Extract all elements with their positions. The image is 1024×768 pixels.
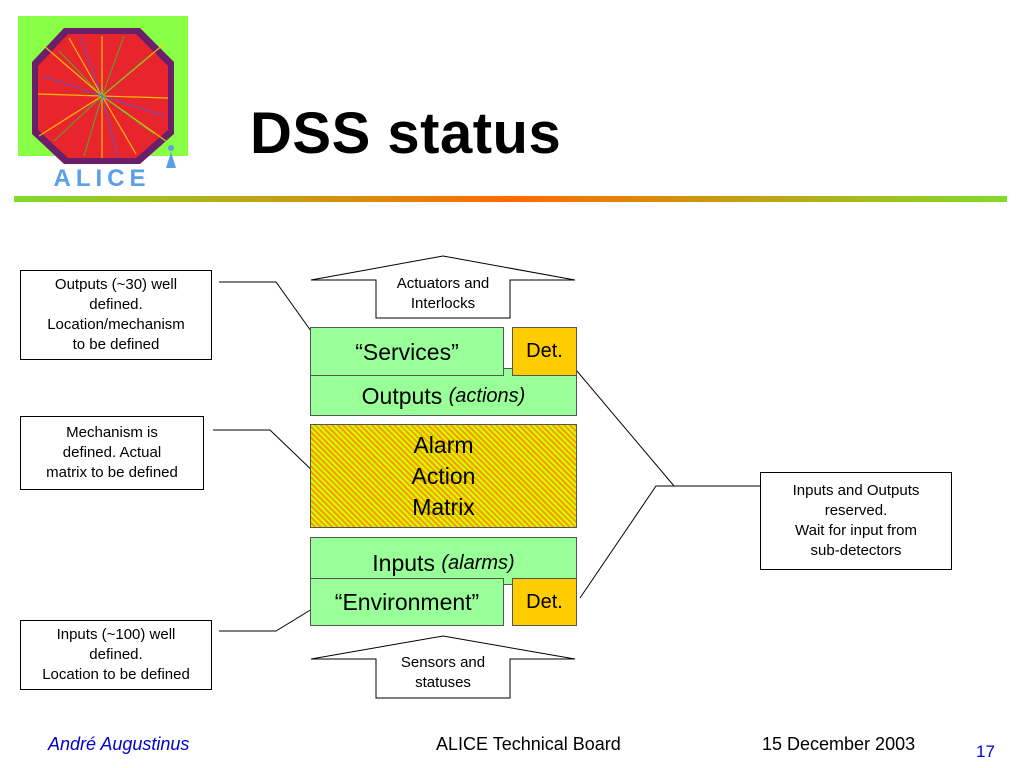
note-line: defined. (89, 646, 143, 663)
alarm-action-matrix-box: Alarm Action Matrix (310, 424, 577, 528)
logo-text: ALICE (54, 165, 151, 192)
inputs-label: Inputs (372, 550, 435, 576)
footer-event: ALICE Technical Board (436, 734, 621, 754)
note-line: matrix to be defined (46, 464, 178, 481)
outputs-box: Outputs (actions) (310, 368, 577, 416)
det-note-connector-top (565, 357, 762, 487)
services-box: “Services” (310, 327, 504, 376)
note-line: Location to be defined (42, 666, 190, 683)
outputs-note-connector (219, 281, 322, 346)
slide-title: DSS status (250, 101, 562, 166)
sensors-arrow (310, 635, 576, 699)
logo-figure-icon (166, 145, 176, 168)
note-line: reserved. (824, 502, 888, 519)
sensors-arrow-line: statuses (415, 674, 471, 691)
det-top-label: Det. (526, 340, 563, 362)
note-line: to be defined (72, 336, 160, 353)
actuators-arrow-line: Actuators and (396, 275, 490, 292)
inputs-box: Inputs (alarms) (310, 537, 577, 585)
det-top-box: Det. (512, 327, 577, 376)
actuators-arrow (310, 255, 576, 319)
det-bottom-box: Det. (512, 578, 577, 626)
inputs-note: Inputs (~100) well defined. Location to … (20, 620, 212, 690)
det-note-connector-bottom (579, 485, 762, 599)
services-label: “Services” (355, 338, 459, 365)
note-line: Location/mechanism (47, 316, 185, 333)
matrix-line: Matrix (412, 493, 475, 520)
actuators-arrow-label: Actuators and Interlocks (376, 274, 510, 314)
note-line: Inputs (~100) well (56, 626, 176, 643)
det-note: Inputs and Outputs reserved. Wait for in… (760, 472, 952, 570)
environment-label: “Environment” (334, 589, 480, 615)
det-bottom-label: Det. (526, 590, 563, 613)
note-line: defined. (89, 296, 143, 313)
footer-author: André Augustinus (48, 734, 190, 754)
outputs-sub: (actions) (448, 385, 526, 407)
actuators-arrow-line: Interlocks (410, 295, 476, 312)
sensors-arrow-line: Sensors and (400, 654, 486, 671)
environment-box: “Environment” (310, 578, 504, 626)
note-line: Outputs (~30) well (54, 276, 178, 293)
note-line: Wait for input from (795, 522, 917, 539)
matrix-line: Action (411, 462, 476, 489)
note-line: sub-detectors (810, 542, 902, 559)
note-line: Inputs and Outputs (792, 482, 920, 499)
note-line: Mechanism is (66, 424, 158, 441)
outputs-note: Outputs (~30) well defined. Location/mec… (20, 270, 212, 360)
note-line: defined. Actual (62, 444, 162, 461)
matrix-note: Mechanism is defined. Actual matrix to b… (20, 416, 204, 490)
sensors-arrow-label: Sensors and statuses (376, 653, 510, 693)
footer-date: 15 December 2003 (762, 734, 916, 754)
page-number: 17 (976, 742, 995, 761)
alice-logo: ALICE (14, 16, 190, 192)
matrix-line: Alarm (413, 431, 474, 458)
title-divider (14, 196, 1007, 202)
matrix-note-connector (213, 429, 321, 479)
outputs-label: Outputs (361, 383, 443, 409)
inputs-sub: (alarms) (441, 552, 515, 574)
